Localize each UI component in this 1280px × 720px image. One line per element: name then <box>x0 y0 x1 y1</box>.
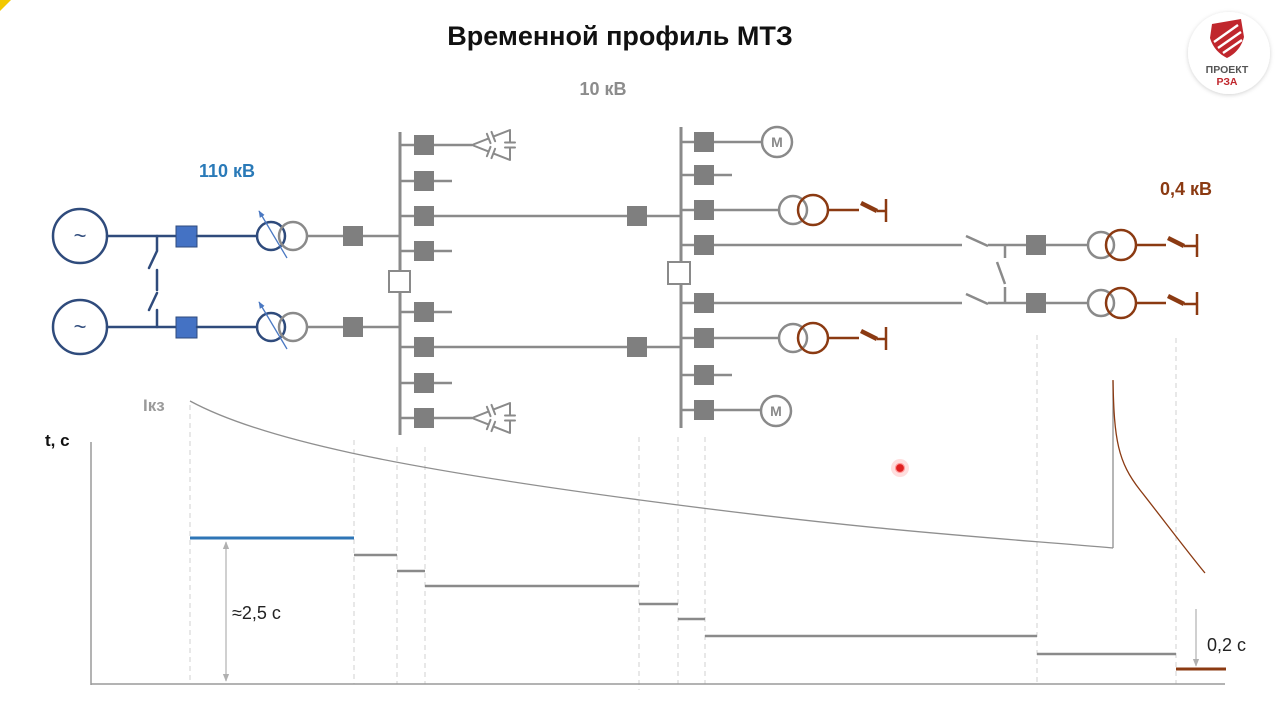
feeder-breaker <box>414 373 434 393</box>
incomer-1-breaker <box>343 226 363 246</box>
lv-contact-blade <box>1166 235 1186 249</box>
logo-text-bottom: РЗА <box>1216 76 1237 88</box>
lv-contact-blade <box>859 328 879 342</box>
lv-transformer-d <box>1086 286 1199 320</box>
feeder-breaker <box>414 337 434 357</box>
corner-mark <box>0 0 11 11</box>
shield-icon <box>1210 19 1244 58</box>
lv-transformer-c-mv-winding <box>1086 230 1116 260</box>
feeder-breaker <box>414 302 434 322</box>
capacitor-bank-icon <box>471 402 516 434</box>
lv-contact-blade <box>859 200 879 214</box>
cable-b-disconnector <box>965 292 989 306</box>
feeder-breaker <box>414 171 434 191</box>
lv-transformer-a-lv-winding <box>796 193 830 227</box>
capacitor-bank-icon <box>471 129 516 161</box>
motor-1: М <box>760 125 794 159</box>
busbar-1-section-breaker <box>388 270 411 293</box>
time-profile: t, с Iкз ≈2,5 с 0,2 с <box>45 335 1246 690</box>
feeder-breaker <box>694 165 714 185</box>
upstream-delay-label: ≈2,5 с <box>232 603 281 623</box>
hv-tie-switch-1 <box>147 249 159 270</box>
capacitor-bank-1 <box>471 129 516 161</box>
tie-line-2-breaker <box>627 337 647 357</box>
lv-transformer-b-mv-winding <box>777 322 809 354</box>
generator-2: ~ <box>51 298 109 356</box>
lv-transformer-b-lv-winding <box>796 321 830 355</box>
hv-bus-tie <box>147 234 159 329</box>
feeder-breaker <box>694 400 714 420</box>
tap-changer-arrow-icon <box>258 210 288 259</box>
tap-changer-arrow-icon <box>258 301 288 350</box>
logo: ПРОЕКТ РЗА <box>1188 12 1270 94</box>
transformer-1-hv-winding <box>255 220 287 252</box>
motor-2-icon <box>759 394 793 428</box>
lv-transformer-c-lv-winding <box>1104 228 1138 262</box>
cable-tie <box>995 245 1007 303</box>
fault-current-curve <box>189 400 1114 549</box>
lv-transformer-a-mv-winding <box>777 194 809 226</box>
cable-tie-switch <box>995 261 1007 285</box>
lv-transformer-a <box>777 193 888 227</box>
hv-section: ~ ~ <box>51 207 309 356</box>
fault-current-label: Iкз <box>143 396 165 415</box>
hv-breaker-1 <box>175 225 198 248</box>
capacitor-bank-2 <box>471 402 516 434</box>
feeder-breaker <box>414 241 434 261</box>
generator-1: ~ <box>51 207 109 265</box>
cable-a-breaker <box>1026 235 1046 255</box>
hv-tie-switch-2 <box>147 291 159 312</box>
laser-pointer-dot <box>894 462 906 474</box>
transformer-1-mv-winding <box>277 220 309 252</box>
transformer-2 <box>255 301 309 350</box>
transformer-1 <box>255 210 309 259</box>
incomer-2-breaker <box>343 317 363 337</box>
tie-line-1-breaker <box>627 206 647 226</box>
lv-transformer-c <box>1086 228 1199 262</box>
y-axis-label: t, с <box>45 431 70 450</box>
lv-contact-blade <box>1166 293 1186 307</box>
voltage-label-10kv: 10 кВ <box>579 79 626 99</box>
feeder-breaker <box>694 293 714 313</box>
downstream-delay-label: 0,2 с <box>1207 635 1246 655</box>
mv-bus-2-section: М <box>667 125 1199 428</box>
feeder-breaker <box>414 408 434 428</box>
logo-text-top: ПРОЕКТ <box>1206 64 1249 76</box>
feeder-breaker <box>694 200 714 220</box>
laser-pointer <box>891 459 909 477</box>
motor-2-symbol: М <box>770 403 782 419</box>
feeder-breaker <box>694 235 714 255</box>
cable-b-breaker <box>1026 293 1046 313</box>
motor-1-symbol: М <box>771 134 783 150</box>
voltage-label-04kv: 0,4 кВ <box>1160 179 1212 199</box>
busbar-2-section-breaker <box>667 261 691 285</box>
lv-fault-current-curve <box>1112 379 1206 574</box>
motor-1-icon <box>760 125 794 159</box>
cable-a-disconnector <box>965 234 989 248</box>
generator-2-symbol: ~ <box>74 314 87 339</box>
hv-breaker-2 <box>175 316 198 339</box>
feeder-breaker <box>414 206 434 226</box>
feeder-breaker <box>694 132 714 152</box>
feeder-breaker <box>694 365 714 385</box>
slide-title: Временной профиль МТЗ <box>447 21 793 51</box>
lv-transformer-b <box>777 321 888 355</box>
feeder-breaker <box>694 328 714 348</box>
lv-transformer-d-lv-winding <box>1104 286 1138 320</box>
lv-transformer-d-mv-winding <box>1086 288 1116 318</box>
generator-1-symbol: ~ <box>74 223 87 248</box>
transformer-2-hv-winding <box>255 311 287 343</box>
voltage-label-110kv: 110 кВ <box>199 161 255 181</box>
motor-2: М <box>759 394 793 428</box>
shield-icon-stripes <box>1213 24 1243 54</box>
transformer-2-mv-winding <box>277 311 309 343</box>
mv-bus-1-section <box>307 129 681 435</box>
feeder-breaker <box>414 135 434 155</box>
